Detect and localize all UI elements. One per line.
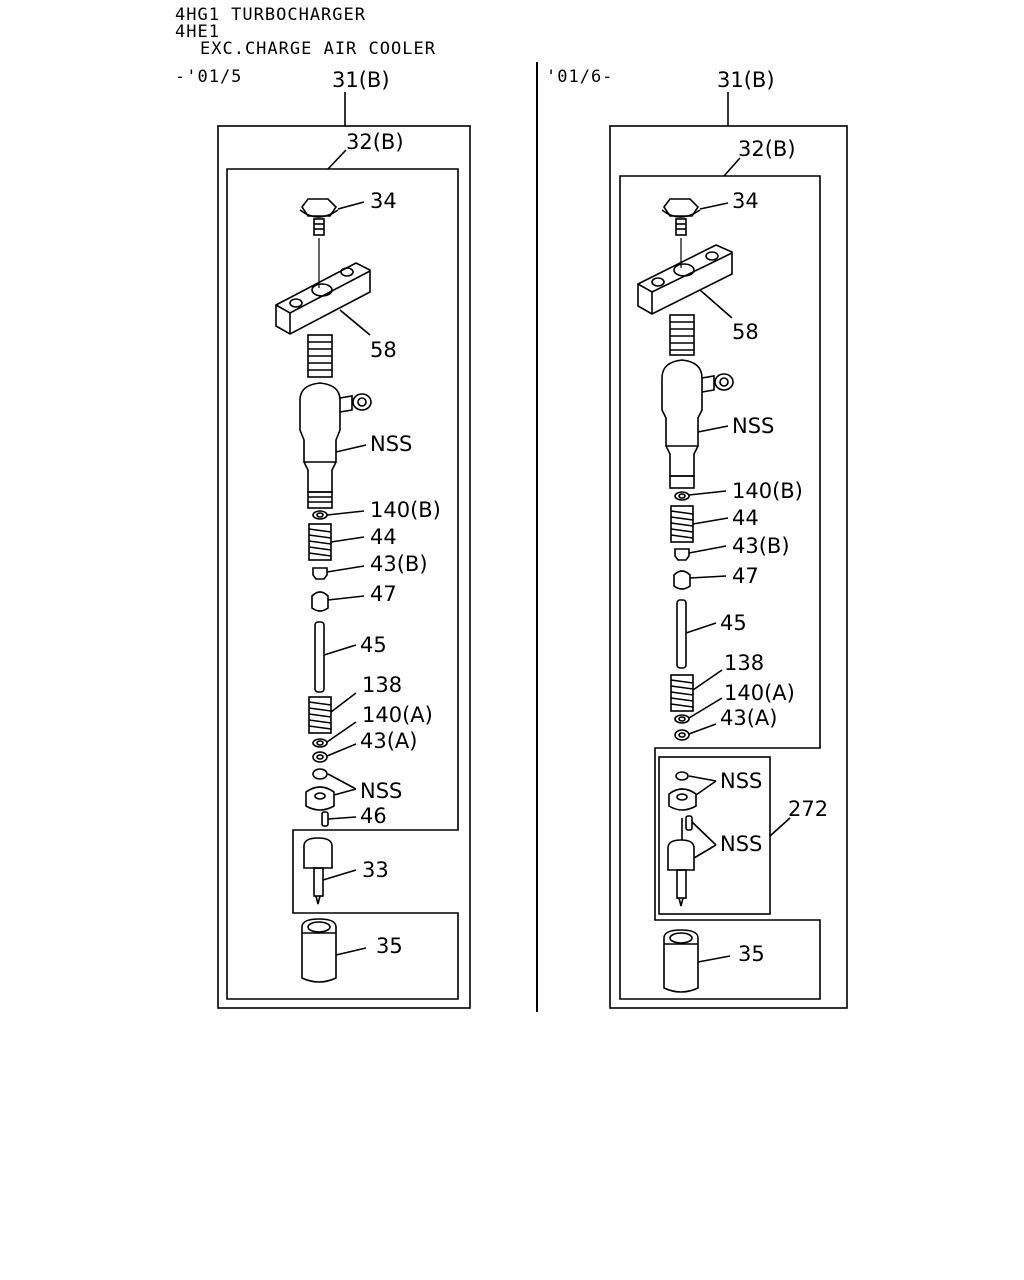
left-spacer-47: [311, 591, 365, 612]
right-nut-35: [663, 929, 731, 993]
right-spring-138: [670, 669, 723, 712]
left-panel-diagram: [217, 92, 471, 1009]
right-label-bolt: 34: [732, 189, 759, 213]
left-pin-46: [321, 811, 357, 827]
right-bracket-58: [637, 244, 733, 319]
left-nozzle-parts-nss: [305, 768, 357, 811]
right-spacer-47: [673, 570, 727, 590]
left-seat-43b: [312, 565, 365, 580]
right-subassembly-outline: [619, 175, 821, 1000]
right-assembly-box: [609, 125, 848, 1009]
left-washer-140a: [312, 721, 357, 748]
right-label-rod-45: 45: [720, 611, 747, 635]
right-label-spring-44: 44: [732, 506, 759, 530]
right-washer-140b: [674, 490, 727, 501]
right-seat-43a: [674, 723, 717, 741]
header-condition: EXC.CHARGE AIR COOLER: [200, 39, 436, 59]
right-label-nut-35: 35: [738, 942, 765, 966]
left-subassembly-outline: [226, 168, 459, 1000]
period-right: '01/6-: [546, 67, 614, 87]
right-rod-45: [676, 599, 717, 669]
right-label-bracket: 58: [732, 320, 759, 344]
left-assembly-box: [217, 125, 471, 1009]
left-nozzle-33: [303, 837, 357, 905]
left-label-seat-43a: 43(A): [360, 729, 418, 753]
left-label-nozzle-parts: NSS: [360, 779, 403, 803]
right-label-seat-43a: 43(A): [720, 706, 778, 730]
right-label-injector-body: NSS: [732, 414, 775, 438]
right-panel-diagram: [609, 92, 848, 1009]
right-kit-nss-upper: [668, 771, 717, 811]
right-seat-43b: [674, 545, 727, 561]
left-label-washer-140a: 140(A): [362, 703, 433, 727]
left-rod-45: [314, 621, 357, 693]
right-bolt-34: [661, 198, 729, 236]
right-label-kit-nss-lower: NSS: [720, 832, 763, 856]
period-left: -'01/5: [175, 67, 243, 87]
right-label-seat-43b: 43(B): [732, 534, 790, 558]
left-nut-35: [301, 918, 367, 983]
right-kit-nss-lower: [667, 815, 717, 907]
left-label-bolt: 34: [370, 189, 397, 213]
left-label-pin-46: 46: [360, 804, 387, 828]
left-injector-body: [299, 334, 372, 509]
right-spring-44: [670, 505, 729, 543]
left-label-nut-35: 35: [376, 934, 403, 958]
right-injector-body: [661, 314, 734, 489]
right-label-kit-nss-upper: NSS: [720, 769, 763, 793]
left-label-bracket: 58: [370, 338, 397, 362]
left-label-spring-138: 138: [362, 673, 403, 697]
right-assembly-label: 31(B): [717, 68, 775, 92]
right-label-kit-272: 272: [788, 797, 829, 821]
left-seat-43a: [312, 743, 357, 763]
left-label-nozzle-33: 33: [362, 858, 389, 882]
header-model-line2: 4HE1: [175, 22, 220, 42]
header-model-line1: 4HG1 TURBOCHARGER: [175, 5, 366, 25]
left-label-injector-body: NSS: [370, 432, 413, 456]
left-label-spacer-47: 47: [370, 582, 397, 606]
right-label-washer-140b: 140(B): [732, 479, 803, 503]
left-spring-44: [308, 523, 365, 561]
right-label-spring-138: 138: [724, 651, 765, 675]
right-label-washer-140a: 140(A): [724, 681, 795, 705]
left-subassembly-label: 32(B): [346, 130, 404, 154]
left-assembly-label: 31(B): [332, 68, 390, 92]
left-washer-140b: [312, 510, 365, 520]
right-subassembly-label: 32(B): [738, 137, 796, 161]
left-label-seat-43b: 43(B): [370, 552, 428, 576]
left-label-rod-45: 45: [360, 633, 387, 657]
right-washer-140a: [674, 697, 723, 724]
right-label-spacer-47: 47: [732, 564, 759, 588]
left-label-washer-140b: 140(B): [370, 498, 441, 522]
left-spring-138: [308, 692, 357, 734]
left-label-spring-44: 44: [370, 525, 397, 549]
left-bolt-34: [299, 198, 365, 236]
left-bracket-58: [275, 262, 371, 336]
